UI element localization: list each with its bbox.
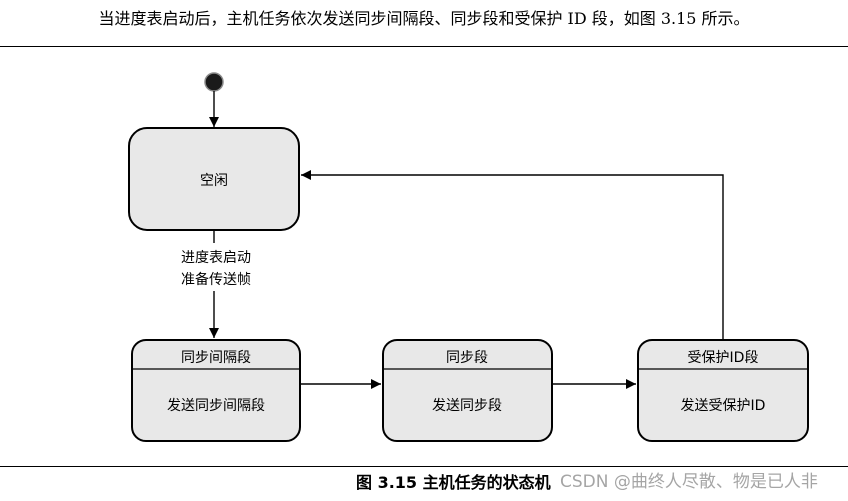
figure-caption: 图 3.15 主机任务的状态机 <box>356 473 551 492</box>
state-protected-id-action: 发送受保护ID <box>681 398 766 414</box>
initial-state-dot <box>204 72 224 92</box>
bottom-rule <box>0 466 848 467</box>
state-sync-field-action: 发送同步段 <box>432 398 502 414</box>
state-sync-break-action: 发送同步间隔段 <box>167 398 265 414</box>
watermark-text: CSDN @曲终人尽散、物是已人非 <box>560 472 818 492</box>
state-idle: 空闲 <box>128 127 300 231</box>
state-sync-field: 同步段 发送同步段 <box>382 339 553 442</box>
transition-label-line1: 进度表启动 <box>181 250 251 266</box>
state-idle-box <box>128 127 300 231</box>
state-sync-break: 同步间隔段 发送同步间隔段 <box>131 339 301 442</box>
state-sync-break-box <box>131 339 301 442</box>
state-idle-label: 空闲 <box>200 173 228 189</box>
state-sync-field-title: 同步段 <box>446 350 488 366</box>
state-sync-break-title: 同步间隔段 <box>181 350 251 366</box>
transition-label-line2: 准备传送帧 <box>181 271 251 288</box>
state-sync-field-box <box>382 339 553 442</box>
top-rule <box>0 46 848 47</box>
state-protected-id-title: 受保护ID段 <box>688 350 759 366</box>
intro-paragraph: 当进度表启动后，主机任务依次发送同步间隔段、同步段和受保护 ID 段，如图 3.… <box>98 9 750 28</box>
state-protected-id: 受保护ID段 发送受保护ID <box>637 339 809 442</box>
transition-return-to-idle-arrow <box>301 170 724 340</box>
